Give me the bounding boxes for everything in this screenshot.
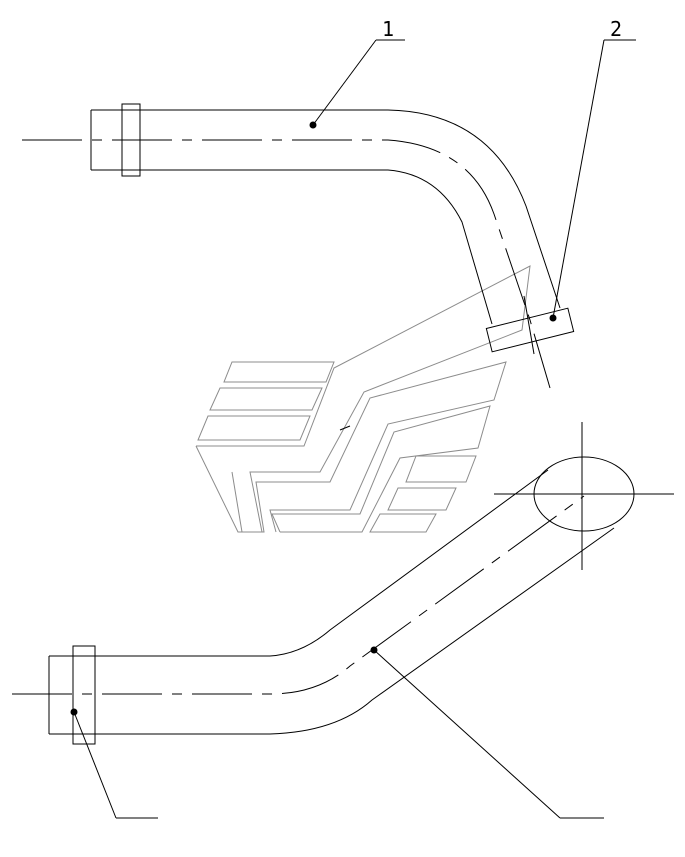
upper-pipe-end-clamp xyxy=(485,307,575,353)
upper-pipe xyxy=(22,103,575,389)
lower-pipe-centerline xyxy=(12,495,585,695)
callout-1: 1 xyxy=(309,17,405,129)
watermark-logo xyxy=(195,265,531,533)
leader-line-4 xyxy=(73,711,117,819)
watermark-small-bar-3 xyxy=(369,513,437,533)
leader-line-3 xyxy=(373,649,561,819)
watermark-bar-3 xyxy=(197,415,311,441)
watermark-small-bar-2 xyxy=(387,487,457,511)
upper-clamp-body xyxy=(485,307,575,353)
lower-pipe-inner-wall xyxy=(49,527,615,735)
watermark-tick xyxy=(339,425,351,431)
upper-pipe-inner-wall xyxy=(91,169,493,325)
watermark-outer-chevron xyxy=(195,265,531,533)
callout-label-2: 2 xyxy=(610,17,622,41)
callout-4 xyxy=(70,708,158,819)
lower-pipe-outer-wall xyxy=(49,469,549,657)
watermark-bar-1 xyxy=(223,361,335,383)
leader-line-2 xyxy=(552,39,605,319)
upper-pipe-centerline xyxy=(22,139,551,389)
callout-2: 2 xyxy=(549,17,636,322)
watermark-small-bar-1 xyxy=(405,455,477,483)
callout-3 xyxy=(370,646,604,819)
watermark-bar-2 xyxy=(209,387,323,411)
watermark-inner-chevron xyxy=(271,405,491,533)
leader-line-1 xyxy=(312,39,377,126)
callout-label-1: 1 xyxy=(382,17,394,41)
upper-clamp-bolt-line xyxy=(523,295,535,355)
lower-pipe xyxy=(12,422,674,745)
upper-pipe-outer-wall xyxy=(91,109,561,309)
lower-pipe-flange xyxy=(72,645,96,745)
watermark-middle-chevron xyxy=(231,361,507,533)
